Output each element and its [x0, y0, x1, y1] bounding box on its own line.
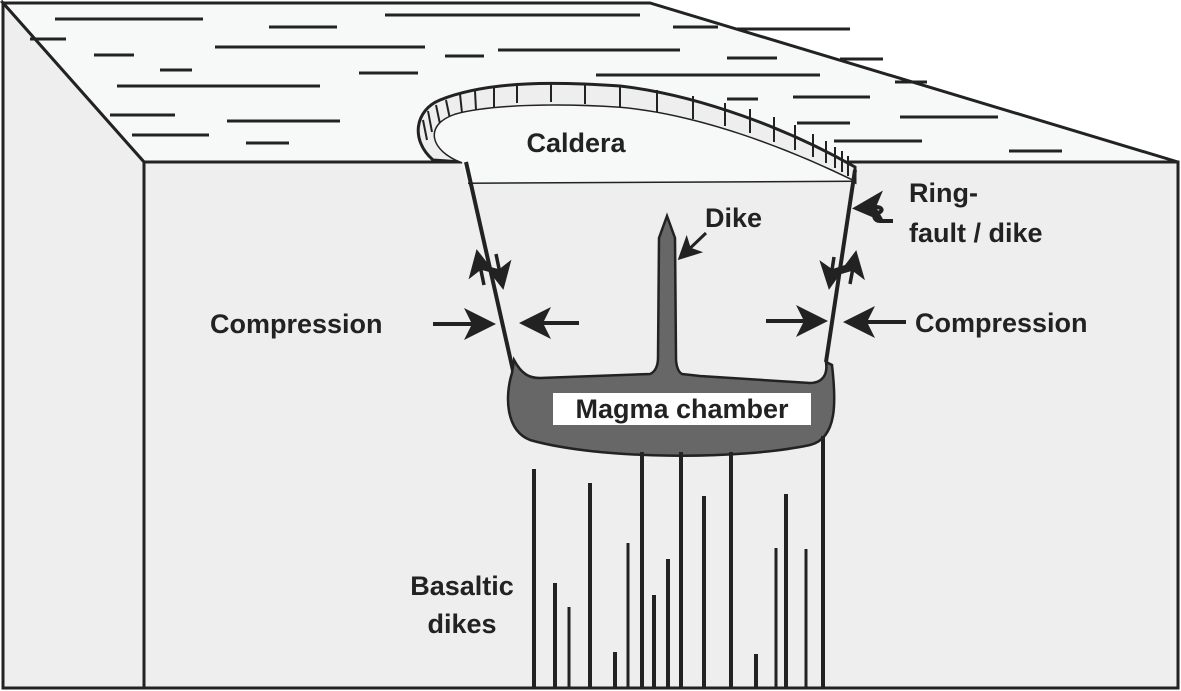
surface-texture	[30, 13, 1062, 153]
fault-slip-right-icon	[819, 250, 865, 290]
basaltic-dikes	[532, 436, 825, 688]
dike-label: Dike	[705, 203, 762, 233]
dike-pointer-arrow	[677, 231, 708, 261]
basaltic-dikes-label-line2: dikes	[427, 609, 496, 639]
caldera-floor	[435, 105, 855, 184]
magma-chamber-label-box	[553, 393, 811, 425]
ring-fault-label-line1: Ring-	[909, 178, 978, 208]
squiggle-arrow-icon	[852, 190, 893, 223]
ring-fault-label-line2: fault / dike	[909, 218, 1043, 248]
caldera-label: Caldera	[526, 128, 626, 158]
compression-label-right: Compression	[915, 308, 1088, 338]
compression-label-left: Compression	[210, 309, 383, 339]
fault-slip-left-icon	[468, 249, 512, 290]
magma-chamber-label: Magma chamber	[575, 394, 789, 424]
caldera-rim-ticks	[422, 82, 849, 176]
basaltic-dikes-label-line1: Basaltic	[410, 571, 514, 601]
